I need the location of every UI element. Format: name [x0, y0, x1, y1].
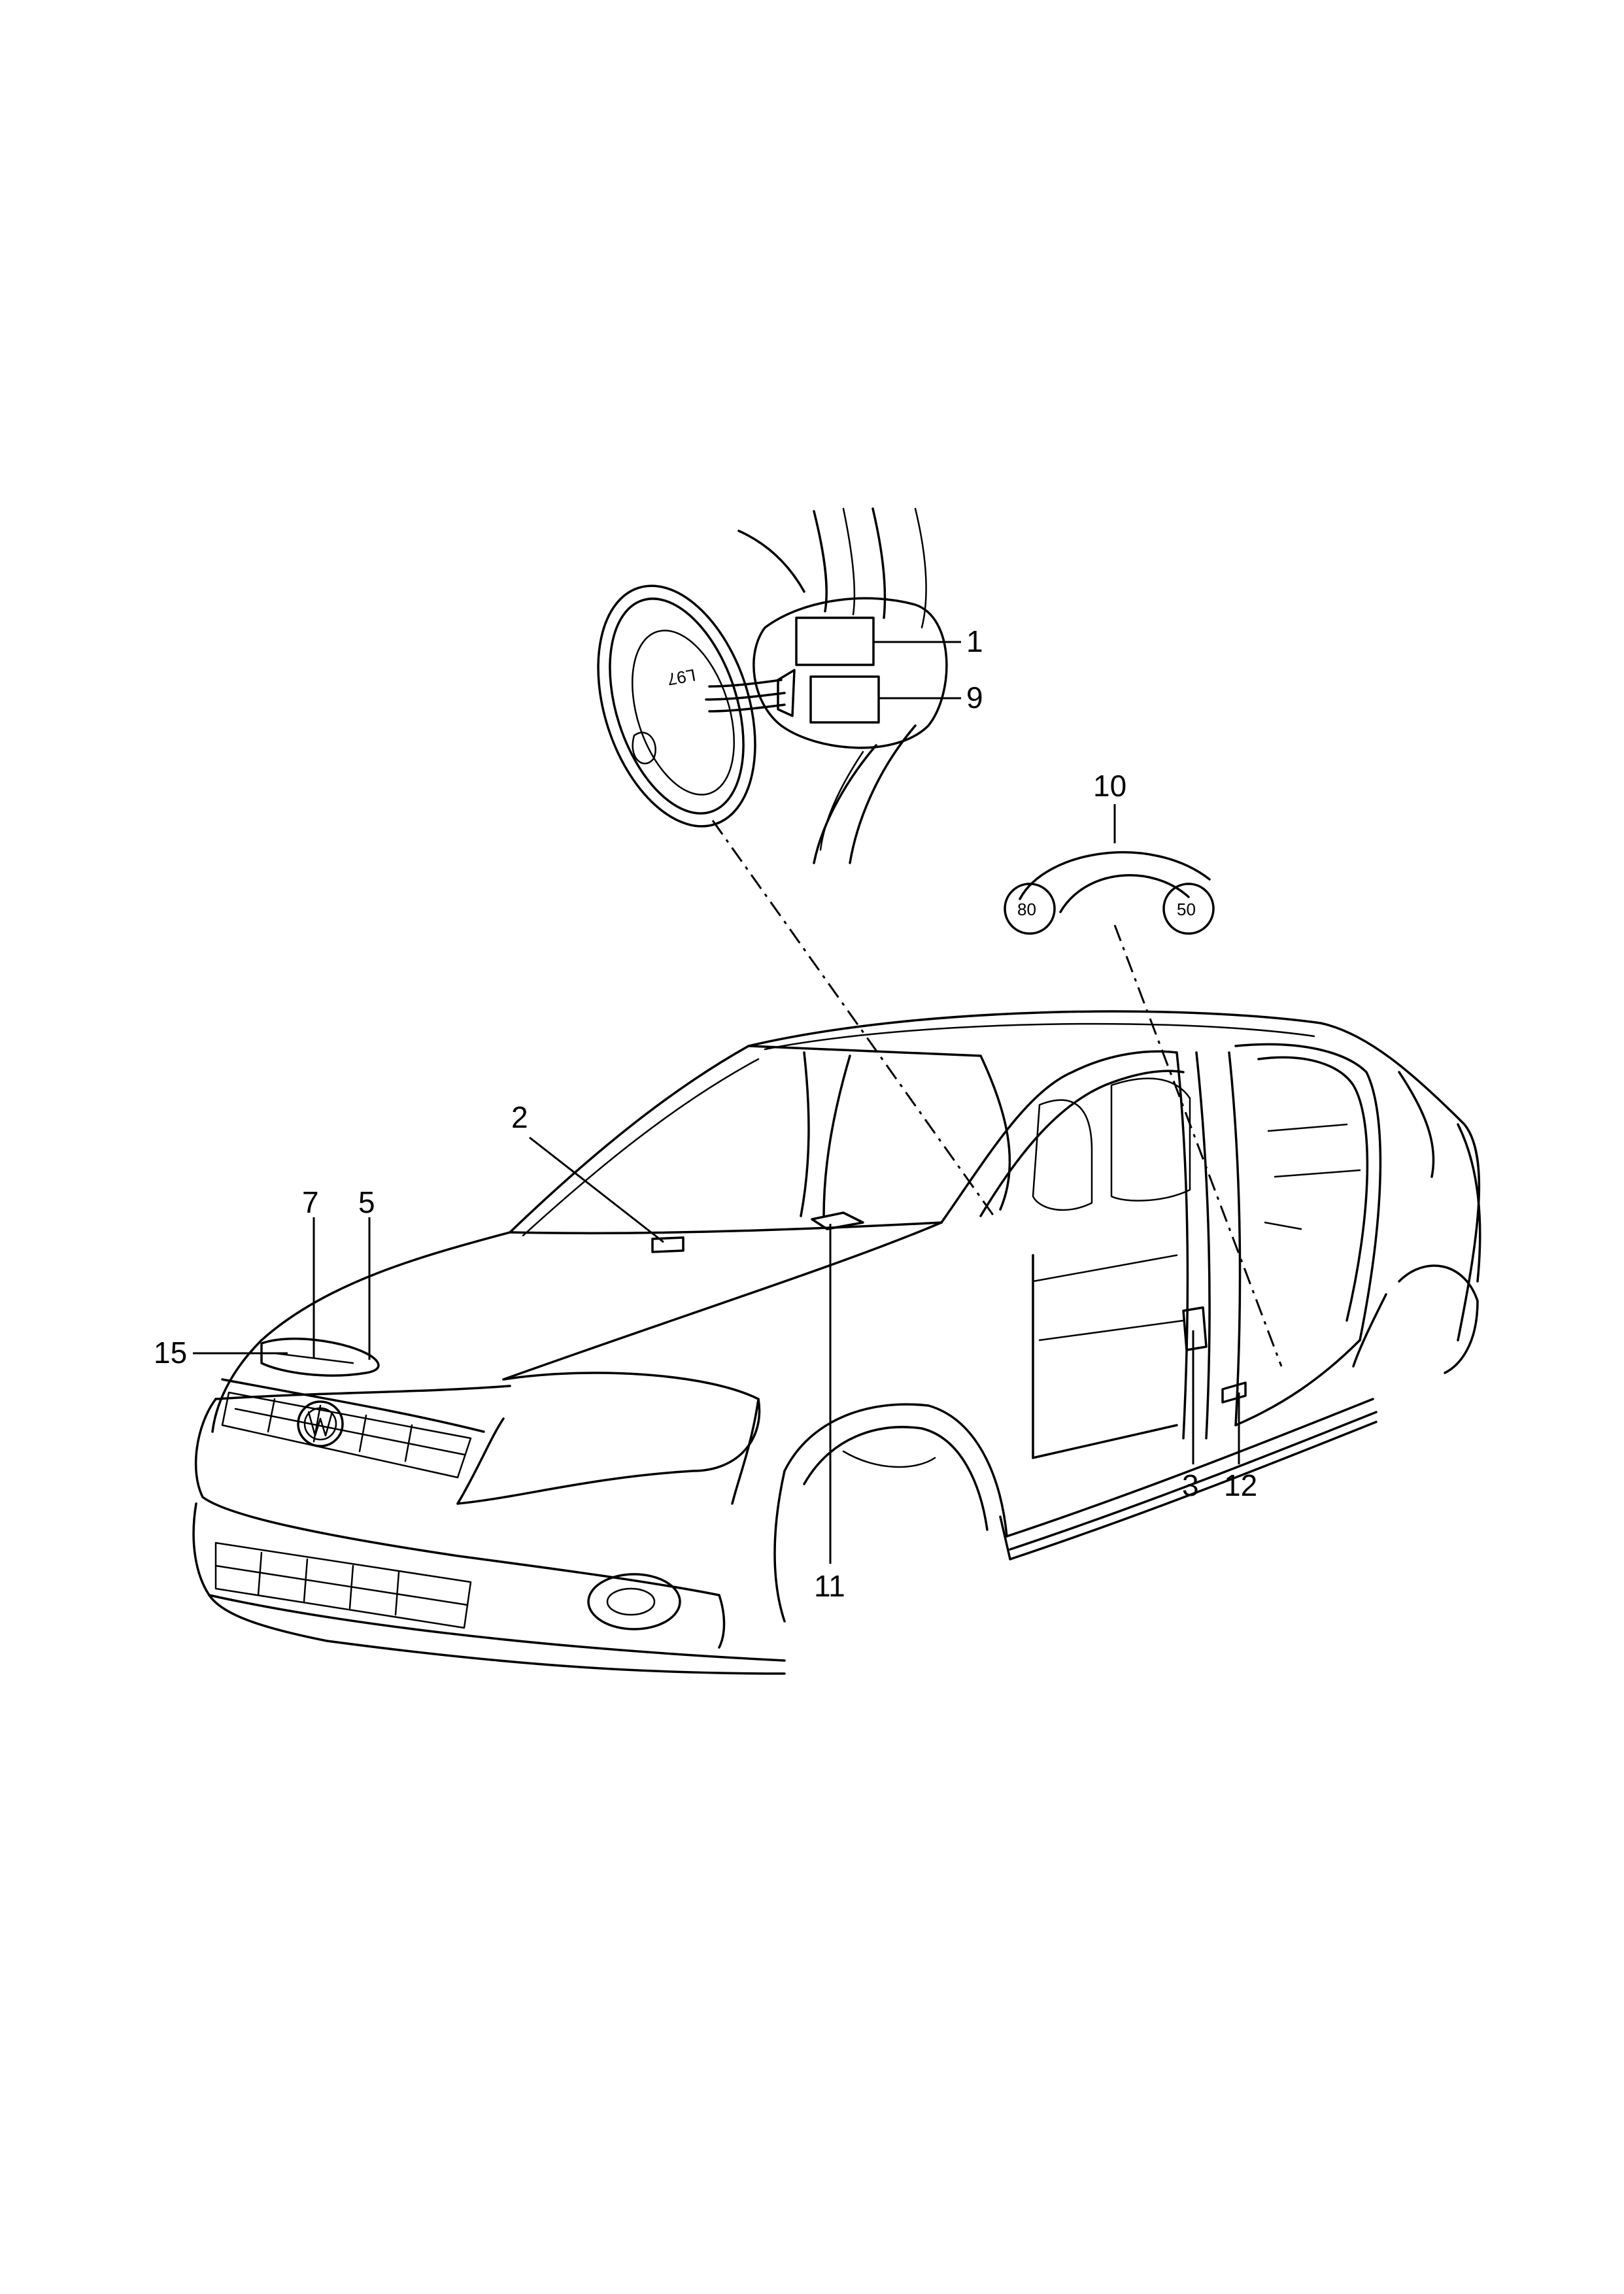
tyre-pressure-sticker: 80 50 [1004, 851, 1215, 935]
callout-9: 9 [966, 681, 983, 715]
sticker-value-right: 50 [1177, 900, 1196, 919]
callout-15: 15 [154, 1336, 187, 1370]
leader-lines [193, 641, 1240, 1564]
car-body [192, 1010, 1481, 1675]
callout-5: 5 [358, 1185, 375, 1219]
callout-1: 1 [966, 624, 983, 658]
callout-2: 2 [511, 1100, 528, 1134]
sticker-value-left: 80 [1017, 900, 1036, 919]
sticker-part-3 [1182, 1306, 1208, 1351]
callout-labels: 1 9 10 2 7 5 15 11 3 12 [154, 624, 1257, 1603]
reference-lines [711, 820, 1283, 1367]
callout-3: 3 [1182, 1468, 1199, 1502]
fuel-flap-detail: L97 [597, 507, 948, 864]
sticker-part-12 [1221, 1381, 1247, 1404]
callout-7: 7 [302, 1185, 319, 1219]
callout-11: 11 [814, 1569, 845, 1603]
sticker-part-11 [811, 1211, 864, 1230]
fuel-cap-marking: L97 [666, 665, 697, 689]
bonnet-stickers-5-7-15 [260, 1338, 380, 1377]
callout-10: 10 [1093, 769, 1126, 803]
sticker-part-2 [651, 1236, 685, 1253]
callout-12: 12 [1224, 1468, 1257, 1502]
